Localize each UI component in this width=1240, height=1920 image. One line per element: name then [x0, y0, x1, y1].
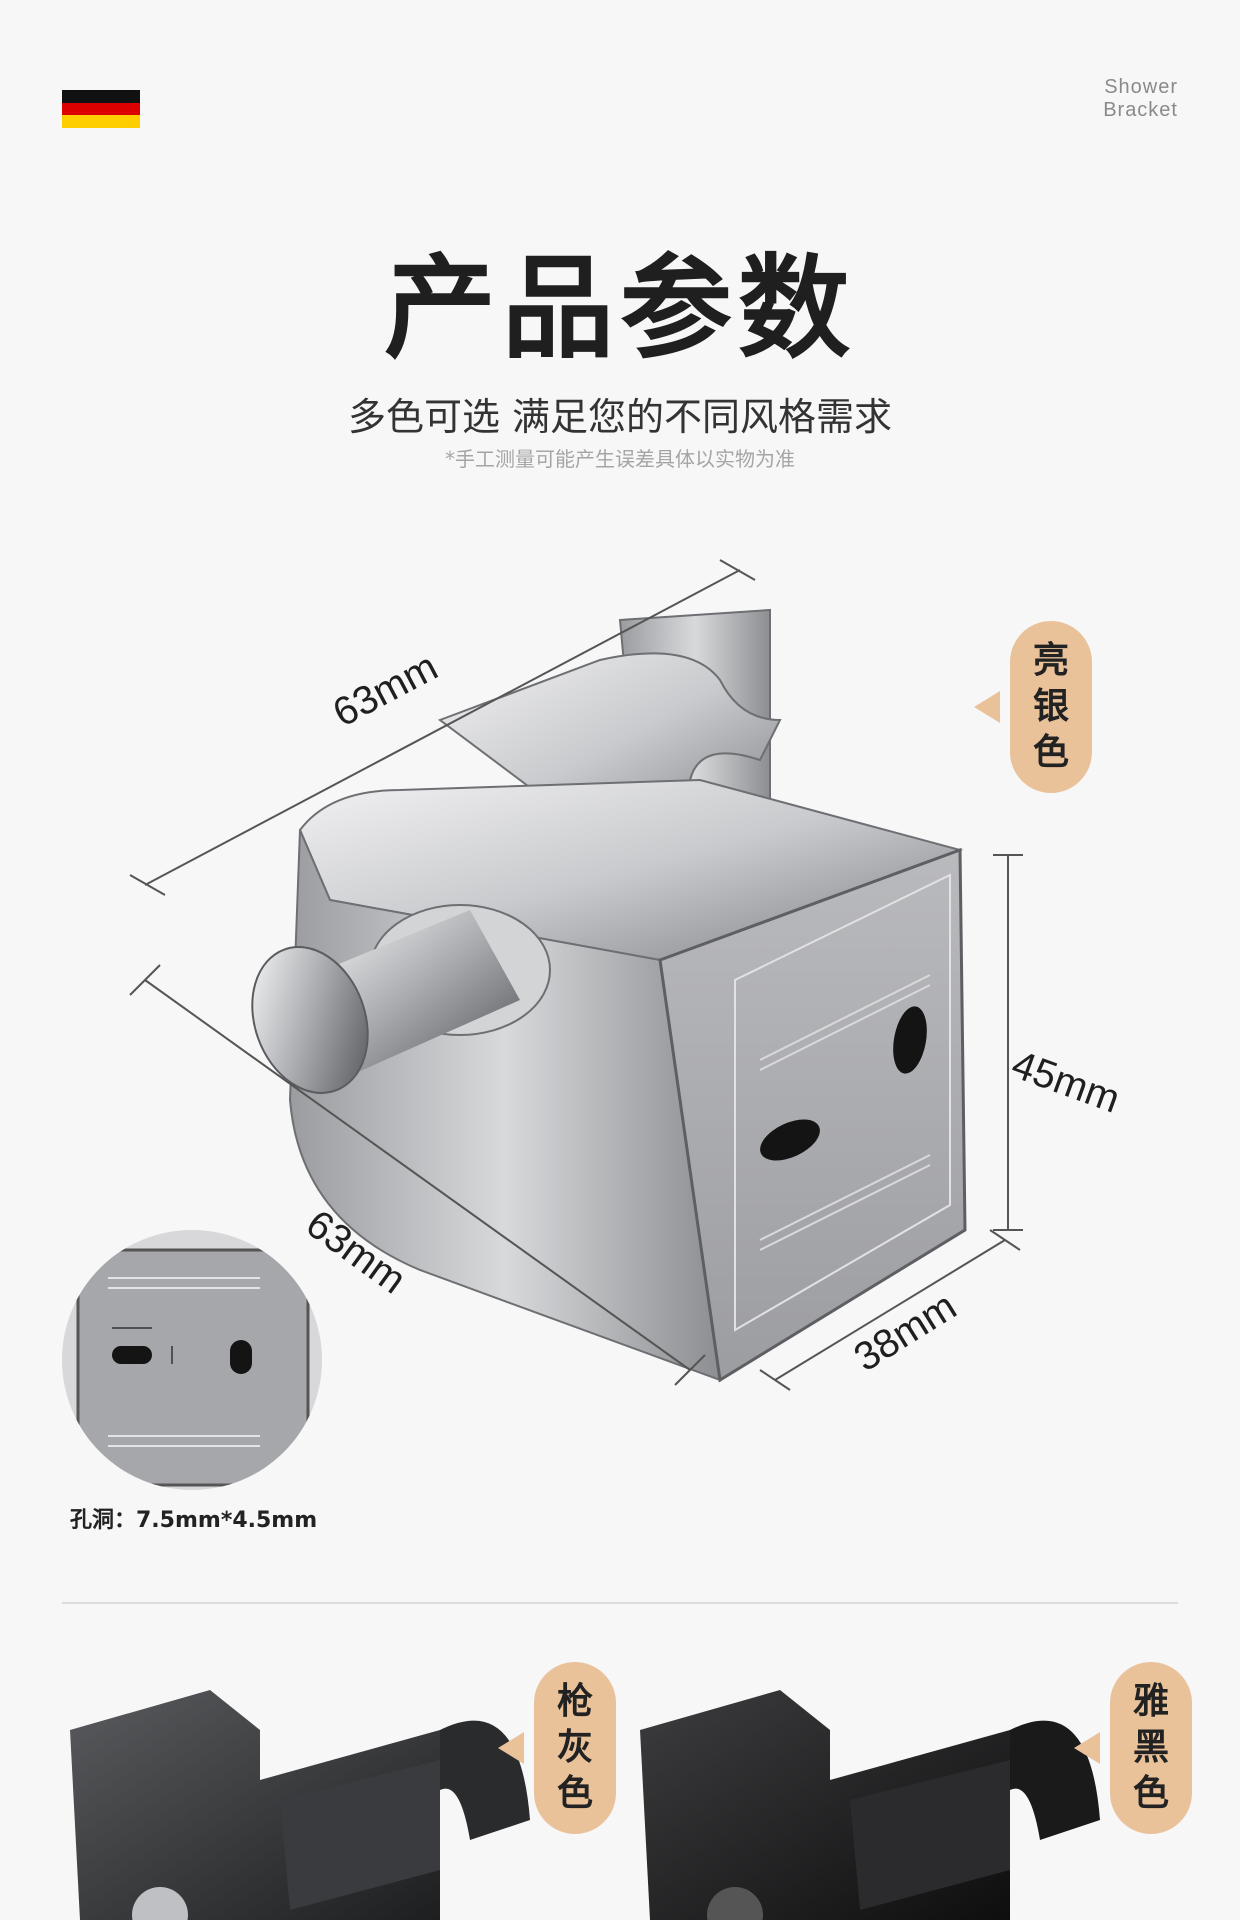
page-title: 产品参数	[384, 244, 856, 374]
hole-spec-label: 孔洞：7.5mm*4.5mm	[70, 1508, 318, 1533]
section-divider	[62, 1602, 1178, 1604]
measurement-note: *手工测量可能产生误差具体以实物为准	[445, 447, 795, 471]
hole-detail-zoom	[62, 1230, 322, 1490]
badge-pointer-icon	[498, 1732, 524, 1764]
german-flag-icon	[62, 90, 140, 128]
brand-label: Shower Bracket	[1038, 76, 1178, 122]
badge-pointer-icon	[974, 691, 1000, 723]
color-variants-illustration	[70, 1690, 1100, 1920]
color-badge-gunmetal: 枪 灰 色	[534, 1662, 616, 1834]
brand-line-1: Shower	[1104, 76, 1178, 98]
product-diagram	[129, 559, 1023, 1391]
page-subtitle: 多色可选 满足您的不同风格需求	[347, 395, 893, 439]
color-badge-silver: 亮 银 色	[1010, 621, 1092, 793]
brand-line-2: Bracket	[1103, 99, 1178, 121]
color-badge-black: 雅 黑 色	[1110, 1662, 1192, 1834]
badge-pointer-icon	[1074, 1732, 1100, 1764]
